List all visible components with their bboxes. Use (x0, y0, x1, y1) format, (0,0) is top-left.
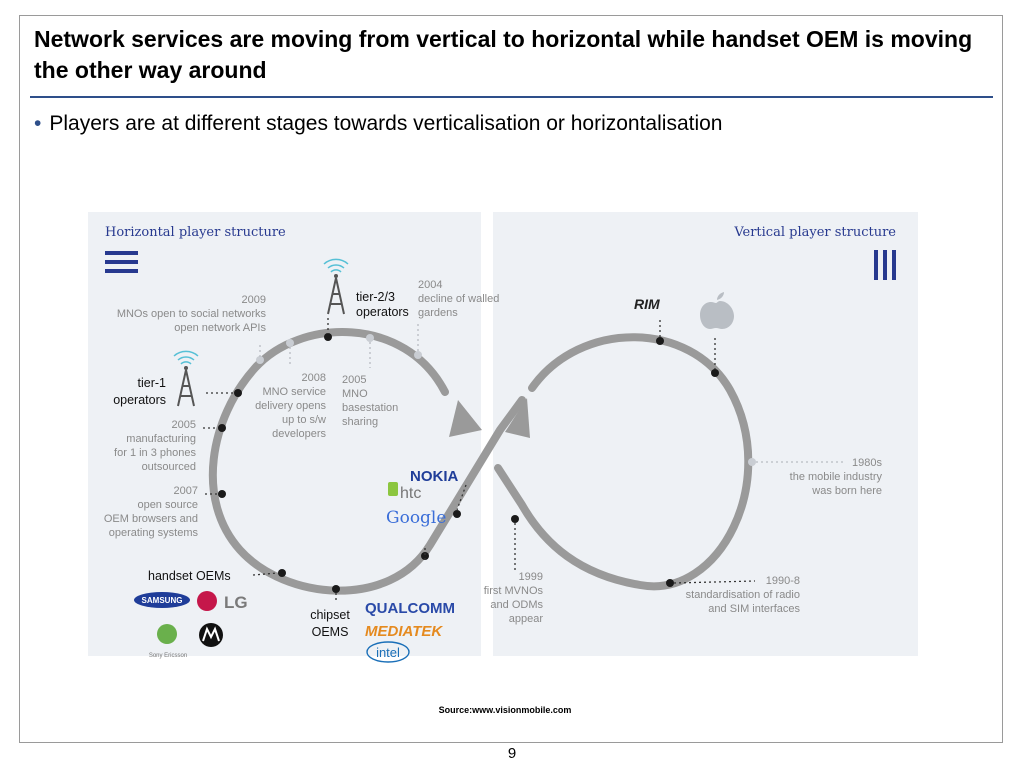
title-divider (30, 96, 993, 98)
source-caption: Source:www.visionmobile.com (438, 705, 572, 715)
svg-text:SAMSUNG: SAMSUNG (142, 596, 183, 605)
bullet-icon: • (34, 112, 42, 135)
lg-logo: LG (197, 591, 248, 612)
dotted-connectors (203, 318, 756, 603)
left-heading: Horizontal player structure (105, 225, 286, 240)
mediatek-logo: MEDIATEK (365, 623, 443, 640)
intel-logo: intel (366, 641, 410, 663)
svg-text:Sony Ericsson: Sony Ericsson (149, 653, 187, 659)
svg-text:intel: intel (376, 645, 400, 660)
faded-connectors (259, 324, 843, 463)
slide-title: Network services are moving from vertica… (34, 26, 973, 83)
milestone-dots (218, 333, 719, 593)
right-heading: Vertical player structure (733, 225, 896, 240)
vertical-lines-icon (874, 250, 896, 280)
rim-logo: RIM (634, 296, 660, 312)
nokia-logo: NOKIA (410, 468, 459, 485)
htc-logo: htc (388, 482, 421, 502)
label-handset-oems: handset OEMs (148, 569, 231, 583)
infinity-track (208, 328, 753, 595)
svg-text:htc: htc (400, 485, 421, 502)
sony-ericsson-logo: Sony Ericsson (149, 624, 187, 659)
antenna-tower-icon (173, 350, 199, 407)
apple-logo-icon (700, 292, 734, 329)
faded-dots (256, 334, 756, 466)
arrowhead-left (449, 400, 482, 437)
samsung-logo: SAMSUNG (134, 592, 190, 608)
google-logo: Google (386, 508, 446, 528)
bullet-text: Players are at different stages towards … (49, 112, 723, 135)
slide-frame (19, 15, 1003, 743)
motorola-logo (199, 623, 223, 647)
qualcomm-logo: QUALCOMM (365, 600, 455, 617)
bullet-point: • Players are at different stages towards… (34, 112, 722, 136)
antenna-tower-icon (323, 258, 349, 315)
page-number: 9 (507, 745, 517, 762)
horizontal-lines-icon (105, 251, 138, 273)
arrowhead-right (505, 398, 530, 438)
svg-text:LG: LG (224, 593, 248, 612)
